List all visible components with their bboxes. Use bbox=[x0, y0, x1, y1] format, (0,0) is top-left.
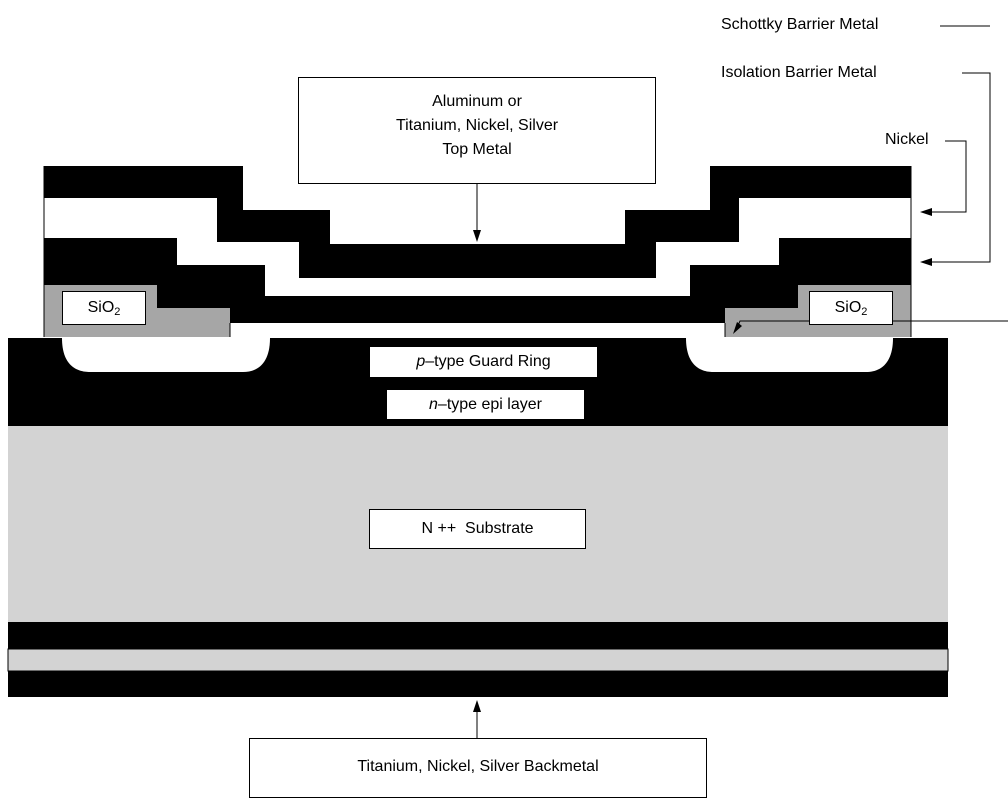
guard-ring-right bbox=[686, 338, 893, 372]
isolation-barrier-label: Isolation Barrier Metal bbox=[721, 64, 877, 81]
top-metal-layer bbox=[44, 166, 911, 278]
isolation-barrier-metal bbox=[44, 238, 911, 323]
nickel-arrowhead bbox=[920, 208, 932, 216]
stack-outline bbox=[43, 166, 912, 337]
isolation-leader bbox=[924, 72, 991, 263]
backmetal-gap bbox=[7, 648, 949, 672]
guard-ring-prefix: p bbox=[416, 353, 426, 370]
backmetal-arrowhead bbox=[473, 700, 481, 712]
oxide-left-base: SiO bbox=[87, 299, 115, 316]
oxide-right-sub: 2 bbox=[861, 306, 868, 318]
epi-prefix: n bbox=[429, 396, 438, 413]
backmetal-label-box: Titanium, Nickel, Silver Backmetal bbox=[249, 738, 707, 798]
top-metal-label-box: Aluminum or Titanium, Nickel, Silver Top… bbox=[298, 77, 656, 184]
top-metal-line-2: Titanium, Nickel, Silver bbox=[395, 117, 559, 134]
backmetal-layer-1 bbox=[8, 622, 948, 649]
top-metal-arrowhead bbox=[473, 230, 481, 242]
oxide-label-right: SiO2 bbox=[809, 291, 893, 325]
substrate-label: N ++ Substrate bbox=[369, 509, 586, 549]
guard-ring-label: p–type Guard Ring bbox=[369, 346, 598, 378]
backmetal-text: Titanium, Nickel, Silver Backmetal bbox=[357, 758, 599, 775]
substrate-text: N ++ Substrate bbox=[421, 520, 534, 537]
oxide-left-sub: 2 bbox=[114, 306, 121, 318]
epi-label: n–type epi layer bbox=[386, 389, 585, 420]
schottky-barrier-label: Schottky Barrier Metal bbox=[721, 16, 879, 33]
top-metal-line-1: Aluminum or bbox=[432, 93, 522, 110]
guard-ring-left bbox=[62, 338, 270, 372]
guard-ring-text: –type Guard Ring bbox=[425, 353, 551, 370]
epi-text: –type epi layer bbox=[437, 396, 542, 413]
nickel-layer bbox=[44, 198, 911, 296]
isolation-arrowhead bbox=[920, 258, 932, 266]
backmetal-layer-2 bbox=[8, 671, 948, 697]
oxide-label-left: SiO2 bbox=[62, 291, 146, 325]
oxide-right-base: SiO bbox=[834, 299, 862, 316]
schottky-arrowhead bbox=[733, 322, 742, 334]
nickel-leader bbox=[924, 140, 967, 213]
top-metal-line-3: Top Metal bbox=[442, 141, 512, 158]
nickel-label: Nickel bbox=[885, 131, 929, 148]
